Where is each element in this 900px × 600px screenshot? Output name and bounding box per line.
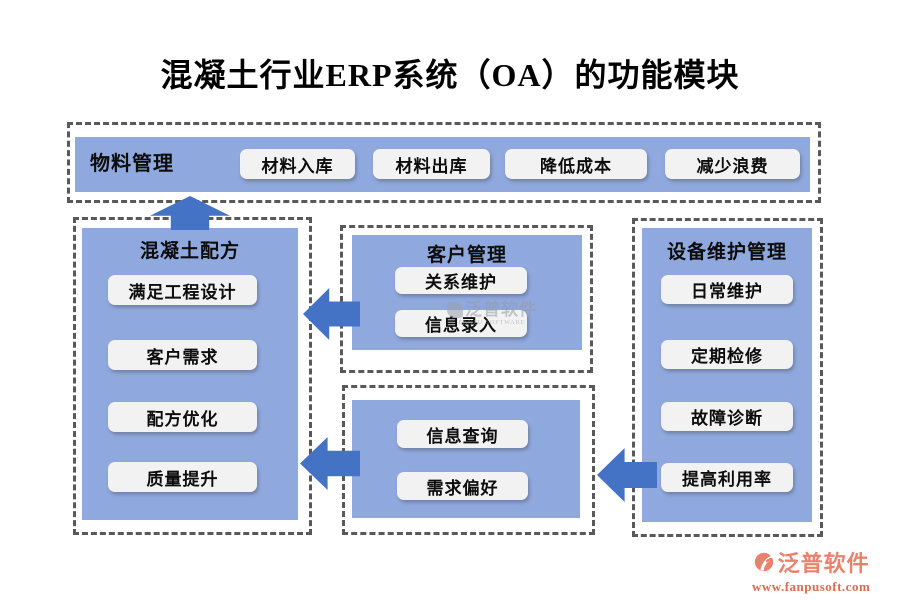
customer-group-frame: [340, 225, 593, 373]
module-item: 关系维护: [395, 267, 527, 294]
module-item: 信息录入: [395, 310, 527, 337]
material-group-frame: [67, 122, 821, 203]
material-module-title: 物料管理: [90, 153, 174, 175]
module-item: 故障诊断: [661, 402, 793, 431]
module-item: 日常维护: [661, 275, 793, 304]
module-item: 定期检修: [661, 340, 793, 369]
fanpu-logo-icon: [754, 552, 773, 572]
module-item: 配方优化: [108, 402, 257, 432]
equipment-module-title: 设备维护管理: [666, 242, 787, 263]
module-item: 质量提升: [108, 462, 257, 492]
customer-module-title: 客户管理: [426, 245, 507, 266]
formula-panel: 混凝土配方 满足工程设计 客户需求 配方优化 质量提升: [82, 228, 298, 520]
formula-module-title: 混凝土配方: [139, 241, 240, 262]
material-panel: 物料管理 材料入库 材料出库 降低成本 减少浪费: [75, 137, 810, 192]
diagram-title: 混凝土行业ERP系统（OA）的功能模块: [160, 57, 740, 93]
module-item: 客户需求: [108, 340, 257, 370]
query-panel: 信息查询 需求偏好: [352, 400, 580, 518]
equipment-panel: 设备维护管理 日常维护 定期检修 故障诊断 提高利用率: [642, 228, 812, 522]
module-item: 材料入库: [240, 149, 355, 179]
module-item: 需求偏好: [397, 472, 528, 500]
module-item: 减少浪费: [665, 149, 800, 179]
equipment-group-frame: [632, 218, 823, 537]
module-item: 信息查询: [397, 420, 528, 448]
customer-panel: 客户管理 关系维护 信息录入: [352, 235, 582, 350]
module-item: 提高利用率: [661, 463, 793, 492]
module-item: 满足工程设计: [108, 275, 257, 305]
brand-logo: 泛普软件 www.fanpusoft.com: [752, 546, 870, 595]
module-item: 材料出库: [373, 149, 490, 179]
module-item: 降低成本: [505, 149, 647, 179]
brand-name: 泛普软件: [777, 551, 870, 576]
brand-url: www.fanpusoft.com: [752, 579, 871, 594]
